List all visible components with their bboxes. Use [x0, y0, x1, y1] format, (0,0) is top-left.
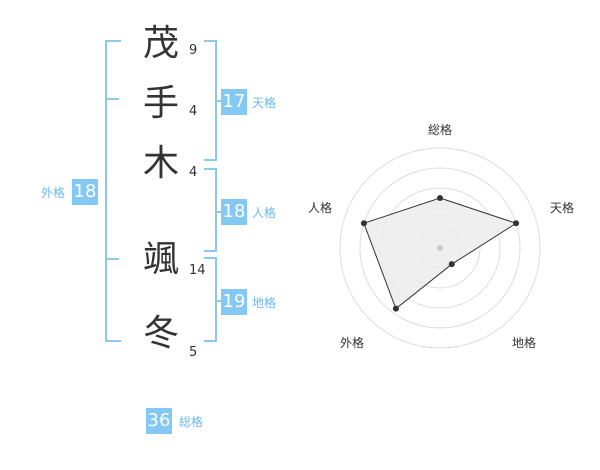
gaikaku-label: 外格 — [41, 186, 66, 200]
radar-point-5 — [360, 220, 367, 227]
radar-point-2 — [513, 220, 520, 227]
radar-label-gaikaku: 外格 — [340, 335, 364, 350]
radar-label-chikaku: 地格 — [512, 335, 536, 350]
stroke-count-5: 5 — [189, 345, 198, 360]
radar-polygon — [363, 197, 518, 310]
character-1: 茂 — [142, 23, 179, 64]
stroke-count-1: 9 — [189, 43, 198, 58]
tenkaku-label: 天格 — [252, 96, 277, 110]
soukaku-score: 36 — [146, 408, 172, 434]
radar-points — [360, 195, 520, 312]
tenkaku-score: 17 — [221, 89, 247, 115]
tenkaku-bracket-tick — [215, 100, 221, 102]
radar-point-4 — [392, 305, 399, 312]
radar-label-jinkaku: 人格 — [308, 200, 332, 215]
jinkaku-bracket-tick — [215, 211, 221, 213]
chikaku-score: 19 — [221, 289, 247, 315]
radar-label-soukaku: 総格 — [428, 122, 452, 137]
radar-chart: 総格 天格 地格 外格 人格 — [308, 122, 574, 350]
radar-ring — [339, 147, 541, 349]
gaikaku-bracket-tick-lower — [105, 258, 119, 260]
gaikaku-bracket-tick-upper — [105, 98, 119, 100]
chikaku-bracket — [204, 257, 217, 342]
radar-ring — [359, 167, 521, 329]
stroke-count-2: 4 — [189, 104, 198, 119]
character-2: 手 — [142, 83, 179, 124]
stroke-count-3: 4 — [189, 165, 198, 180]
jinkaku-bracket — [204, 168, 217, 252]
character-5: 冬 — [142, 313, 179, 354]
jinkaku-score: 18 — [221, 199, 247, 225]
chikaku-label: 地格 — [252, 296, 277, 310]
radar-point-1 — [437, 195, 443, 201]
radar-point-3 — [448, 261, 455, 268]
gaikaku-score: 18 — [72, 179, 98, 205]
stroke-count-4: 14 — [189, 263, 206, 278]
radar-center-dot — [437, 245, 443, 251]
chikaku-bracket-tick — [215, 300, 221, 302]
character-4: 颯 — [142, 239, 179, 280]
radar-label-tenkaku: 天格 — [550, 200, 574, 215]
jinkaku-label: 人格 — [252, 206, 277, 220]
character-3: 木 — [142, 143, 179, 184]
gaikaku-bracket — [105, 40, 121, 342]
soukaku-label: 総格 — [179, 415, 204, 429]
